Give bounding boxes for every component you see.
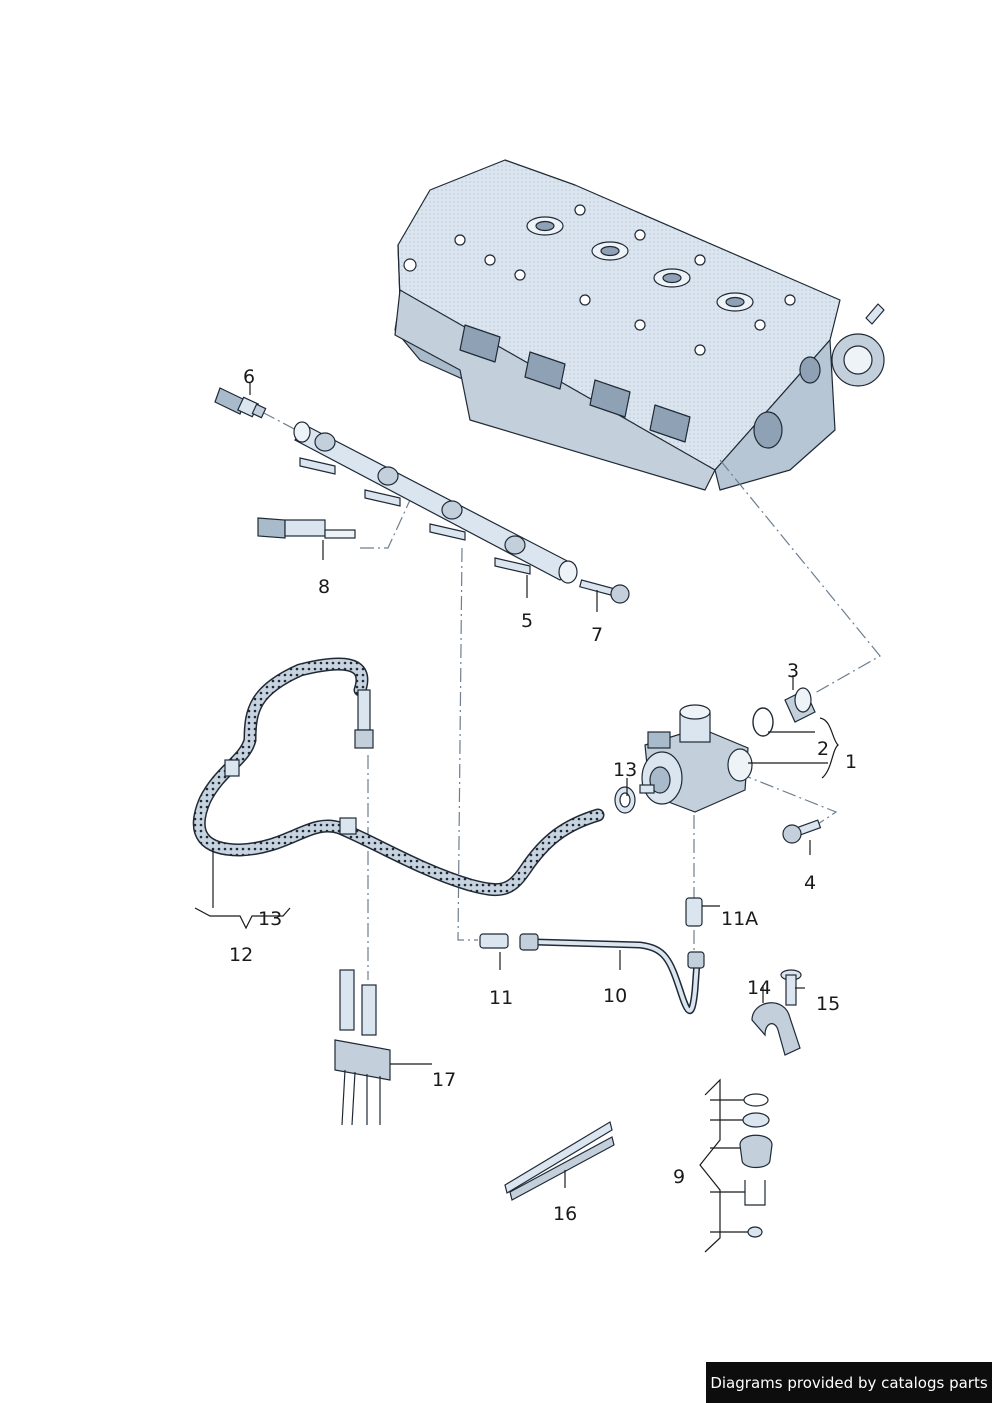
callout-10: 10	[603, 985, 628, 1007]
low-pressure-sensor	[257, 517, 356, 539]
callout-16: 16	[553, 1203, 578, 1225]
fuel-hose	[192, 657, 605, 897]
callout-8: 8	[318, 576, 331, 598]
hose-clamp-13	[614, 786, 636, 814]
callout-9: 9	[673, 1166, 686, 1188]
credit-badge: Diagrams provided by catalogs parts	[706, 1362, 992, 1403]
pressure-sensor	[214, 387, 267, 419]
o-ring-2	[752, 707, 774, 737]
assembly-lines	[261, 411, 881, 980]
bolt-4	[782, 819, 822, 844]
credit-text: Diagrams provided by catalogs parts	[710, 1373, 988, 1392]
callout-12: 12	[229, 944, 254, 966]
callout-5: 5	[521, 610, 534, 632]
callout-3: 3	[787, 660, 800, 682]
union-fitting-11	[479, 933, 509, 949]
callout-13-hose: 13	[258, 908, 283, 930]
callout-13-pump: 13	[613, 759, 638, 781]
sleeve-3	[784, 687, 816, 723]
callout-1: 1	[845, 751, 858, 773]
screw-15	[780, 969, 802, 1006]
filter-connector-17	[334, 969, 391, 1126]
callout-2: 2	[817, 738, 830, 760]
callout-4: 4	[804, 872, 817, 894]
bolt-7	[579, 579, 630, 604]
callout-14: 14	[747, 977, 772, 999]
callout-15: 15	[816, 993, 841, 1015]
high-pressure-pump	[639, 704, 753, 813]
cable-tie-16	[504, 1121, 615, 1201]
callout-6: 6	[243, 366, 256, 388]
callout-11a: 11A	[721, 908, 759, 930]
high-pressure-line	[519, 933, 705, 1015]
fuel-rail	[293, 421, 578, 584]
seal-kit-9	[739, 1093, 773, 1238]
union-fitting-11a	[685, 897, 703, 927]
leader-lines	[194, 383, 839, 1253]
callout-17: 17	[432, 1069, 457, 1091]
callout-7: 7	[591, 624, 604, 646]
callout-11: 11	[489, 987, 514, 1009]
bracket-14	[751, 1002, 801, 1056]
cylinder-head	[394, 159, 885, 491]
